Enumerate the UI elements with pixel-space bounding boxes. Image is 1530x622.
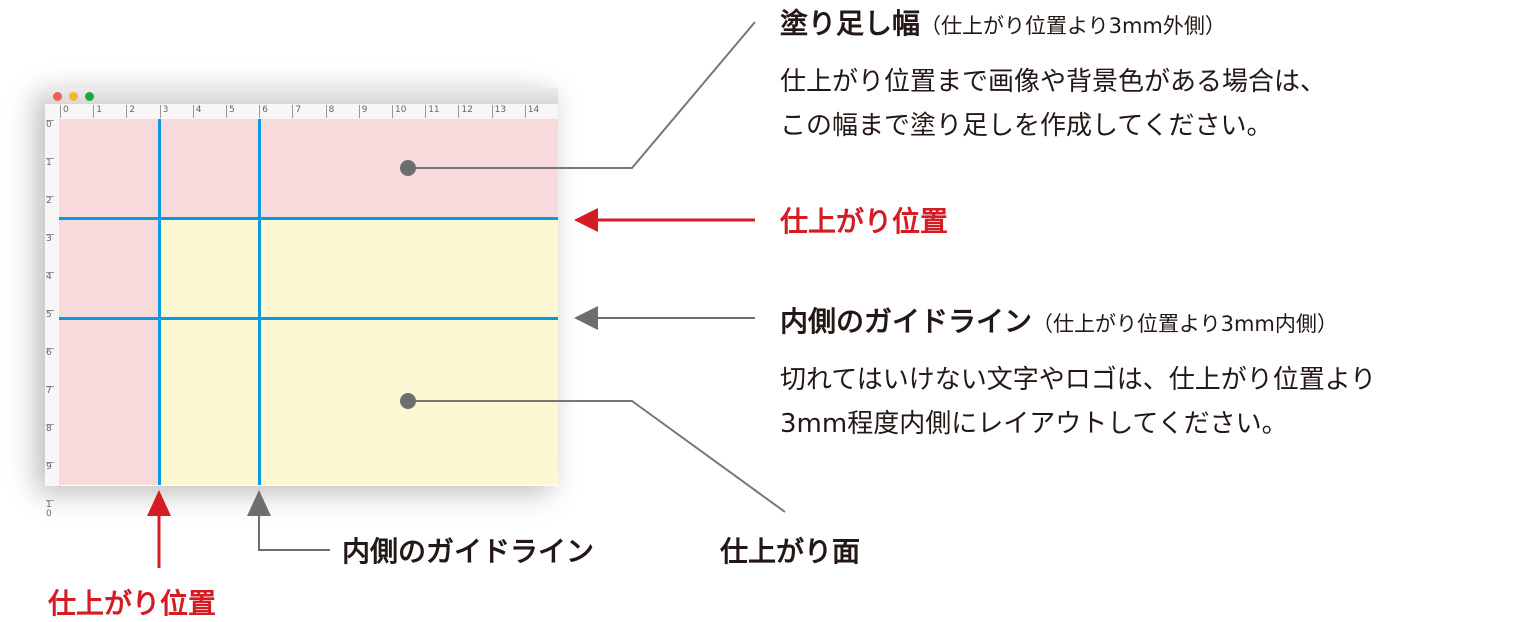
ruler-tick-label: 9	[46, 462, 54, 472]
ruler-tick-label: 4	[192, 105, 202, 118]
ruler-tick-label: 6	[259, 105, 268, 118]
bottom-inner-arrow-line	[258, 512, 330, 551]
finish-area	[159, 218, 558, 485]
ruler-tick-label: 12	[458, 105, 473, 118]
trim-label-right: 仕上がり位置	[780, 205, 949, 238]
ruler-tick-label: 10	[392, 105, 406, 118]
document-canvas	[59, 119, 558, 485]
ruler-tick-label: 13	[491, 105, 506, 118]
bleed-marker	[400, 160, 416, 176]
ruler-tick-label: 3	[46, 234, 54, 244]
inner-guide-vertical	[258, 119, 261, 485]
bleed-heading: 塗り足し幅（仕上がり位置より3mm外側）	[780, 7, 1226, 40]
ruler-tick-label: 10	[46, 500, 54, 519]
bleed-leader	[408, 21, 756, 169]
ruler-tick-label: 0	[46, 120, 54, 130]
bleed-description: 仕上がり位置まで画像や背景色がある場合は、この幅まで塗り足しを作成してください。	[780, 67, 1327, 141]
finish-label: 仕上がり面	[720, 535, 861, 568]
trim-guide-vertical	[158, 119, 161, 485]
ruler-tick-label: 5	[226, 105, 235, 118]
ruler-tick-label: 2	[46, 196, 54, 206]
trim-guide-horizontal	[59, 217, 558, 220]
finish-leader	[408, 400, 786, 513]
ruler-tick-label: 9	[358, 105, 368, 118]
trim-label-bottom: 仕上がり位置	[48, 587, 217, 620]
ruler-tick-label: 7	[292, 105, 301, 118]
trim-arrow-head	[574, 208, 598, 232]
minimize-button[interactable]	[69, 92, 78, 101]
inner-heading: 内側のガイドライン（仕上がり位置より3mm内側）	[780, 305, 1338, 338]
ruler-tick-label: 7	[46, 386, 54, 396]
ruler-tick-label: 5	[46, 310, 54, 320]
close-button[interactable]	[53, 92, 62, 101]
title-bar	[45, 88, 558, 104]
ruler-tick-label: 8	[325, 105, 334, 118]
inner-guide-horizontal	[59, 317, 558, 320]
ruler-tick-label: 6	[46, 348, 54, 358]
bottom-inner-arrow-head	[247, 490, 271, 516]
finish-marker	[400, 393, 416, 409]
ruler-tick-label: 4	[46, 272, 54, 282]
ruler-tick-label: 14	[524, 105, 539, 118]
ruler-tick-label: 0	[60, 105, 69, 118]
ruler-tick-label: 1	[93, 105, 102, 118]
ruler-tick-label: 1	[46, 158, 54, 168]
zoom-button[interactable]	[85, 92, 94, 101]
ruler-tick-label: 2	[126, 105, 135, 118]
ruler-tick-label: 8	[46, 424, 54, 434]
ruler-tick-label: 3	[159, 105, 168, 118]
ruler-tick-label: 11	[425, 105, 440, 118]
inner-arrow-head	[574, 306, 598, 330]
bottom-trim-arrow-head	[147, 490, 171, 516]
inner-label-bottom: 内側のガイドライン	[342, 535, 595, 568]
